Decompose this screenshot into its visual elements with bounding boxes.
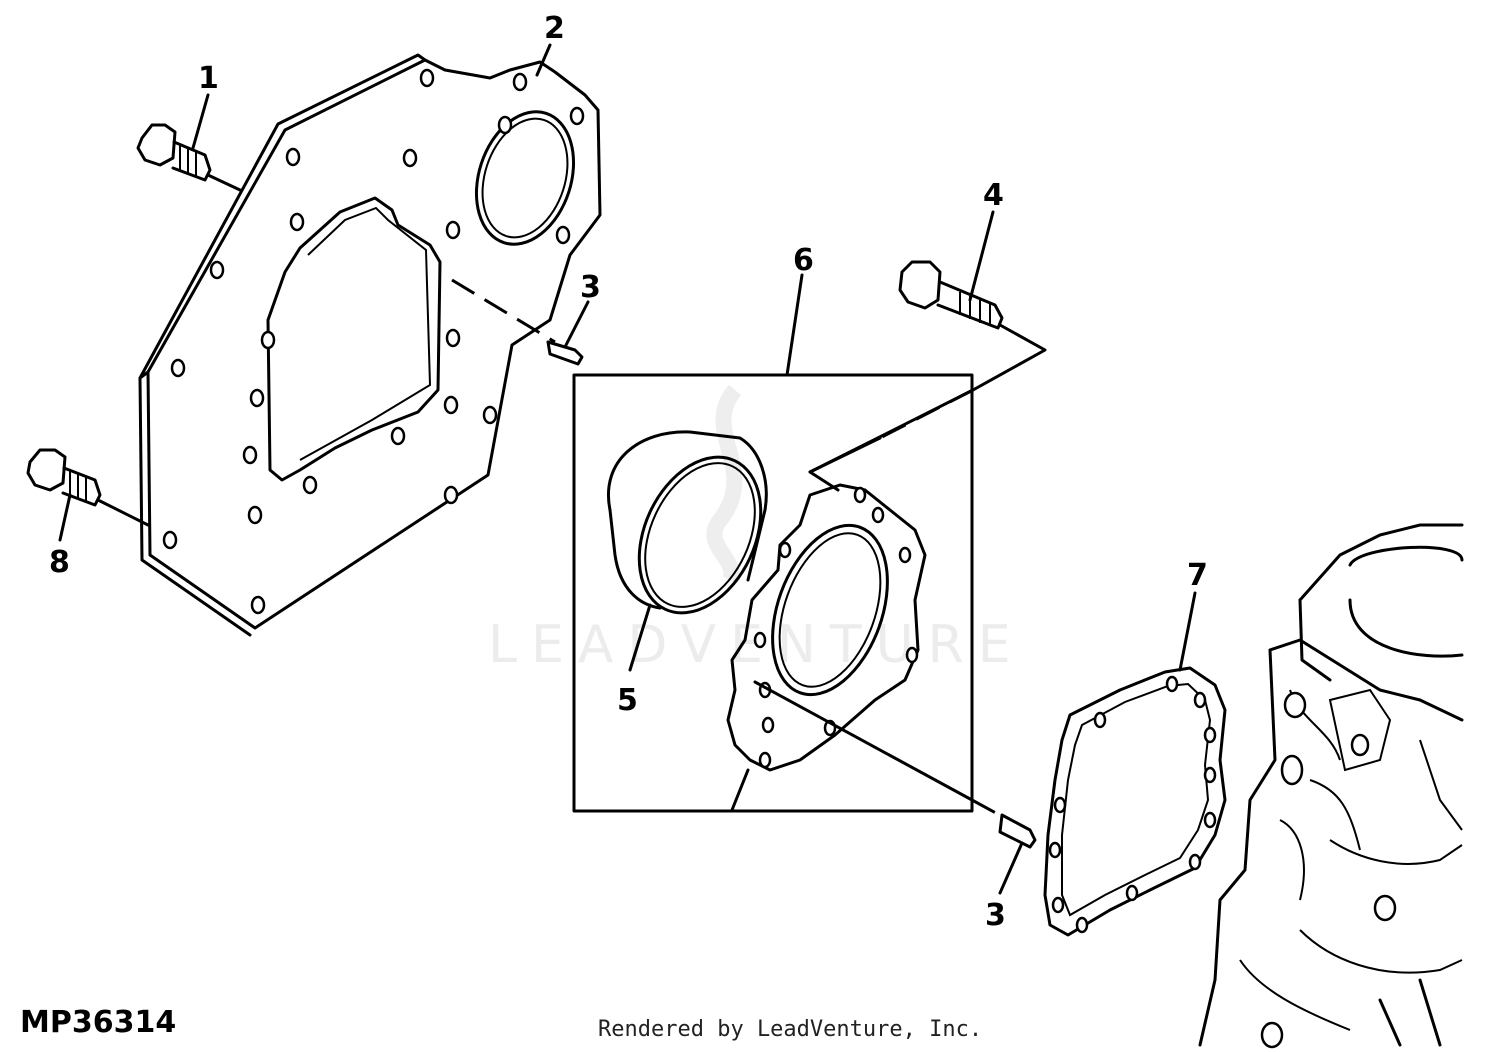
callout-1: 1: [198, 61, 219, 96]
engine-block: [1198, 523, 1464, 1049]
seal-housing-group[interactable]: [572, 373, 975, 813]
cap-screw-upper[interactable]: [136, 123, 242, 192]
callout-6: 6: [793, 243, 814, 278]
dowel-pin-upper[interactable]: [451, 278, 584, 366]
flange-bolt[interactable]: [808, 260, 1047, 492]
callout-labels: 1 2 3 3 4 5 6 7 8: [49, 11, 1208, 933]
cap-screw-lower[interactable]: [26, 448, 150, 527]
oil-seal[interactable]: [607, 430, 784, 633]
callout-5: 5: [617, 683, 638, 718]
callout-leaders: [58, 43, 1197, 895]
housing-gasket[interactable]: [1043, 666, 1227, 937]
callout-7: 7: [1187, 558, 1208, 593]
figure-id: MP36314: [20, 1005, 176, 1040]
render-credit: Rendered by LeadVenture, Inc.: [598, 1017, 982, 1042]
housing-bolt-holes: [753, 486, 919, 769]
plate-bolt-holes: [162, 68, 585, 615]
watermark: LEADVENTURE: [488, 384, 1011, 675]
gasket-bolt-holes: [1048, 675, 1217, 934]
callout-3-lower: 3: [985, 898, 1006, 933]
callout-2: 2: [544, 11, 565, 46]
flywheel-housing-plate[interactable]: [138, 53, 602, 637]
dowel-pin-lower[interactable]: [753, 680, 1037, 849]
callout-4: 4: [983, 178, 1004, 213]
callout-8: 8: [49, 545, 70, 580]
callout-3-upper: 3: [580, 270, 601, 305]
